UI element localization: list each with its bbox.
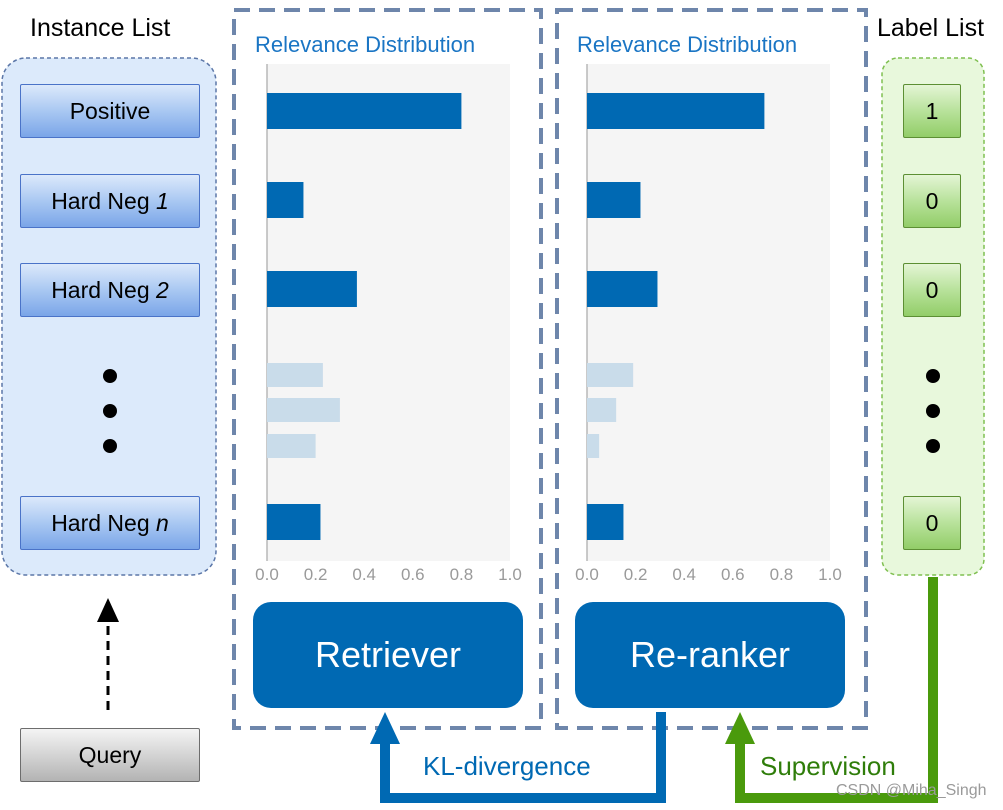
reranker-bar bbox=[587, 363, 634, 387]
reranker-tick-label: 1.0 bbox=[818, 565, 842, 584]
reranker-bar bbox=[587, 504, 624, 540]
retriever-tick-label: 1.0 bbox=[498, 565, 522, 584]
retriever-bar bbox=[267, 182, 304, 218]
reranker-tick-label: 0.4 bbox=[672, 565, 696, 584]
label-item: 0 bbox=[903, 496, 961, 550]
instance-index: 2 bbox=[156, 276, 169, 303]
retriever-tick-label: 0.8 bbox=[450, 565, 474, 584]
kl-divergence-arrow-icon bbox=[370, 712, 666, 803]
instance-hard-neg-n: Hard Neg n bbox=[20, 496, 200, 550]
retriever-tick-label: 0.6 bbox=[401, 565, 425, 584]
reranker-bar bbox=[587, 182, 641, 218]
instance-label: Positive bbox=[69, 97, 151, 124]
instance-list-title: Instance List bbox=[30, 14, 171, 42]
retriever-chart-area bbox=[267, 64, 510, 561]
label-item: 0 bbox=[903, 174, 961, 228]
retriever-tick-label: 0.4 bbox=[352, 565, 376, 584]
reranker-tick-label: 0.8 bbox=[770, 565, 794, 584]
label-ellipsis-icon bbox=[926, 369, 940, 453]
retriever-tick-label: 0.2 bbox=[304, 565, 328, 584]
label-list-title: Label List bbox=[877, 14, 985, 42]
label-item: 0 bbox=[903, 263, 961, 317]
reranker-bar bbox=[587, 434, 600, 458]
retriever-bar bbox=[267, 434, 316, 458]
reranker-bar bbox=[587, 93, 765, 129]
query-box: Query bbox=[20, 728, 200, 782]
watermark: CSDN @Miha_Singh bbox=[836, 782, 987, 799]
kl-divergence-label: KL-divergence bbox=[423, 751, 591, 781]
reranker-bar bbox=[587, 398, 617, 422]
instance-index: 1 bbox=[156, 187, 169, 214]
instance-label: Hard Neg bbox=[51, 187, 157, 214]
retriever-tick-labels: 0.0 0.2 0.4 0.6 0.8 1.0 bbox=[255, 565, 522, 584]
reranker-chart-area bbox=[587, 64, 830, 561]
retriever-bar bbox=[267, 504, 321, 540]
reranker-bar bbox=[587, 271, 658, 307]
retriever-bar bbox=[267, 363, 323, 387]
reranker-tick-label: 0.0 bbox=[575, 565, 599, 584]
supervision-label: Supervision bbox=[760, 751, 896, 781]
reranker-tick-label: 0.2 bbox=[624, 565, 648, 584]
reranker-chart-title: Relevance Distribution bbox=[577, 32, 798, 57]
instance-index: n bbox=[156, 509, 169, 536]
label-item: 1 bbox=[903, 84, 961, 138]
retriever-block: Retriever bbox=[253, 602, 523, 708]
retriever-bars bbox=[267, 93, 462, 540]
reranker-tick-label: 0.6 bbox=[721, 565, 745, 584]
retriever-bar bbox=[267, 271, 357, 307]
supervision-arrow-icon bbox=[725, 577, 938, 803]
reranker-tick-labels: 0.0 0.2 0.4 0.6 0.8 1.0 bbox=[575, 565, 842, 584]
query-arrow-icon bbox=[97, 598, 119, 710]
retriever-chart-title: Relevance Distribution bbox=[255, 32, 476, 57]
instance-hard-neg-2: Hard Neg 2 bbox=[20, 263, 200, 317]
instance-ellipsis-icon bbox=[103, 369, 117, 453]
reranker-panel-frame bbox=[555, 8, 868, 730]
retriever-tick-label: 0.0 bbox=[255, 565, 279, 584]
reranker-bars bbox=[587, 93, 765, 540]
retriever-bar bbox=[267, 398, 340, 422]
retriever-bar bbox=[267, 93, 462, 129]
reranker-block: Re-ranker bbox=[575, 602, 845, 708]
instance-label: Hard Neg bbox=[51, 276, 157, 303]
instance-hard-neg-1: Hard Neg 1 bbox=[20, 174, 200, 228]
instance-label: Hard Neg bbox=[51, 509, 157, 536]
instance-positive: Positive bbox=[20, 84, 200, 138]
